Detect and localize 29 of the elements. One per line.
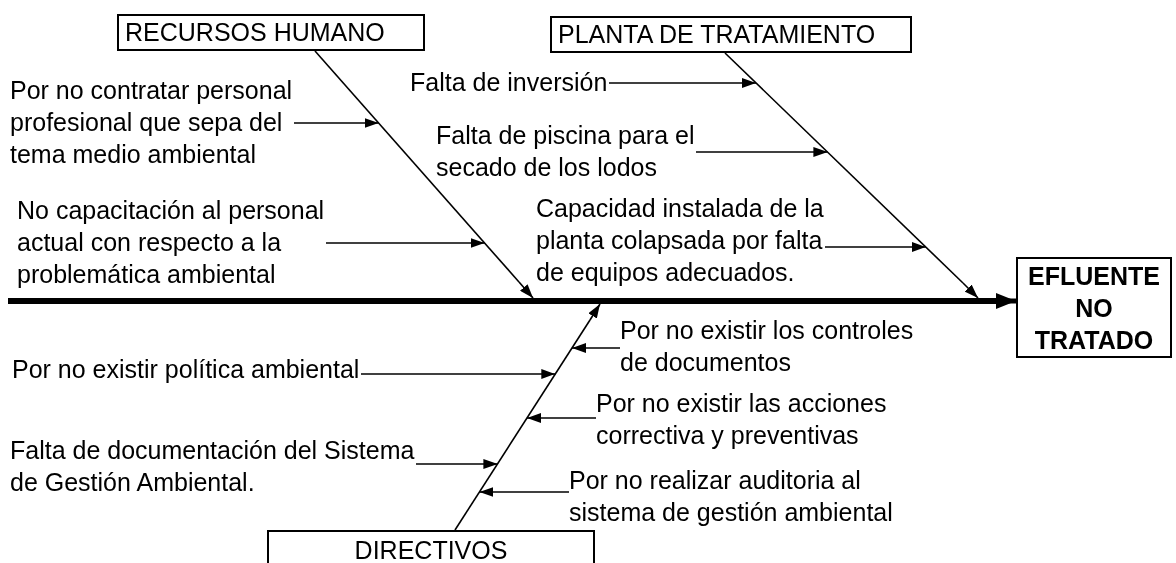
cause-text: Capacidad instalada de la planta colapsada por falta de equipos adecuados. <box>536 192 825 288</box>
arrow <box>996 293 1016 309</box>
category-box: RECURSOS HUMANO <box>117 14 425 51</box>
effect-box: EFLUENTE NO TRATADO <box>1016 257 1172 358</box>
arrow <box>478 487 570 497</box>
cause-text: Por no existir las acciones correctiva y preventivas <box>596 387 888 451</box>
cause-text: Falta de piscina para el secado de los lodos <box>436 119 696 183</box>
cause-text: No capacitación al personal actual con respecto a la problemática ambiental <box>17 194 326 290</box>
arrow <box>360 369 557 379</box>
arrow <box>608 78 757 88</box>
category-box: PLANTA DE TRATAMIENTO <box>550 16 912 53</box>
arrow <box>526 413 597 423</box>
arrow <box>824 242 927 252</box>
cause-text: Por no existir los controles de documentos <box>620 314 915 378</box>
arrow <box>325 238 486 248</box>
arrow <box>962 282 979 299</box>
arrow <box>588 303 601 321</box>
arrow <box>293 118 380 128</box>
arrow <box>415 459 499 469</box>
category-box: DIRECTIVOS <box>267 530 595 563</box>
cause-text: Por no existir política ambiental <box>12 353 361 385</box>
cause-text: Falta de documentación del Sistema de Gestión Ambiental. <box>10 434 416 498</box>
cause-text: Por no contratar personal profesional que sepa del tema medio ambiental <box>10 74 294 170</box>
cause-text: Por no realizar auditoria al sistema de gestión ambiental <box>569 464 894 528</box>
arrow <box>571 343 621 353</box>
arrow <box>518 281 534 299</box>
cause-text: Falta de inversión <box>410 66 609 98</box>
fishbone-spine <box>8 298 998 304</box>
arrow <box>695 147 829 157</box>
